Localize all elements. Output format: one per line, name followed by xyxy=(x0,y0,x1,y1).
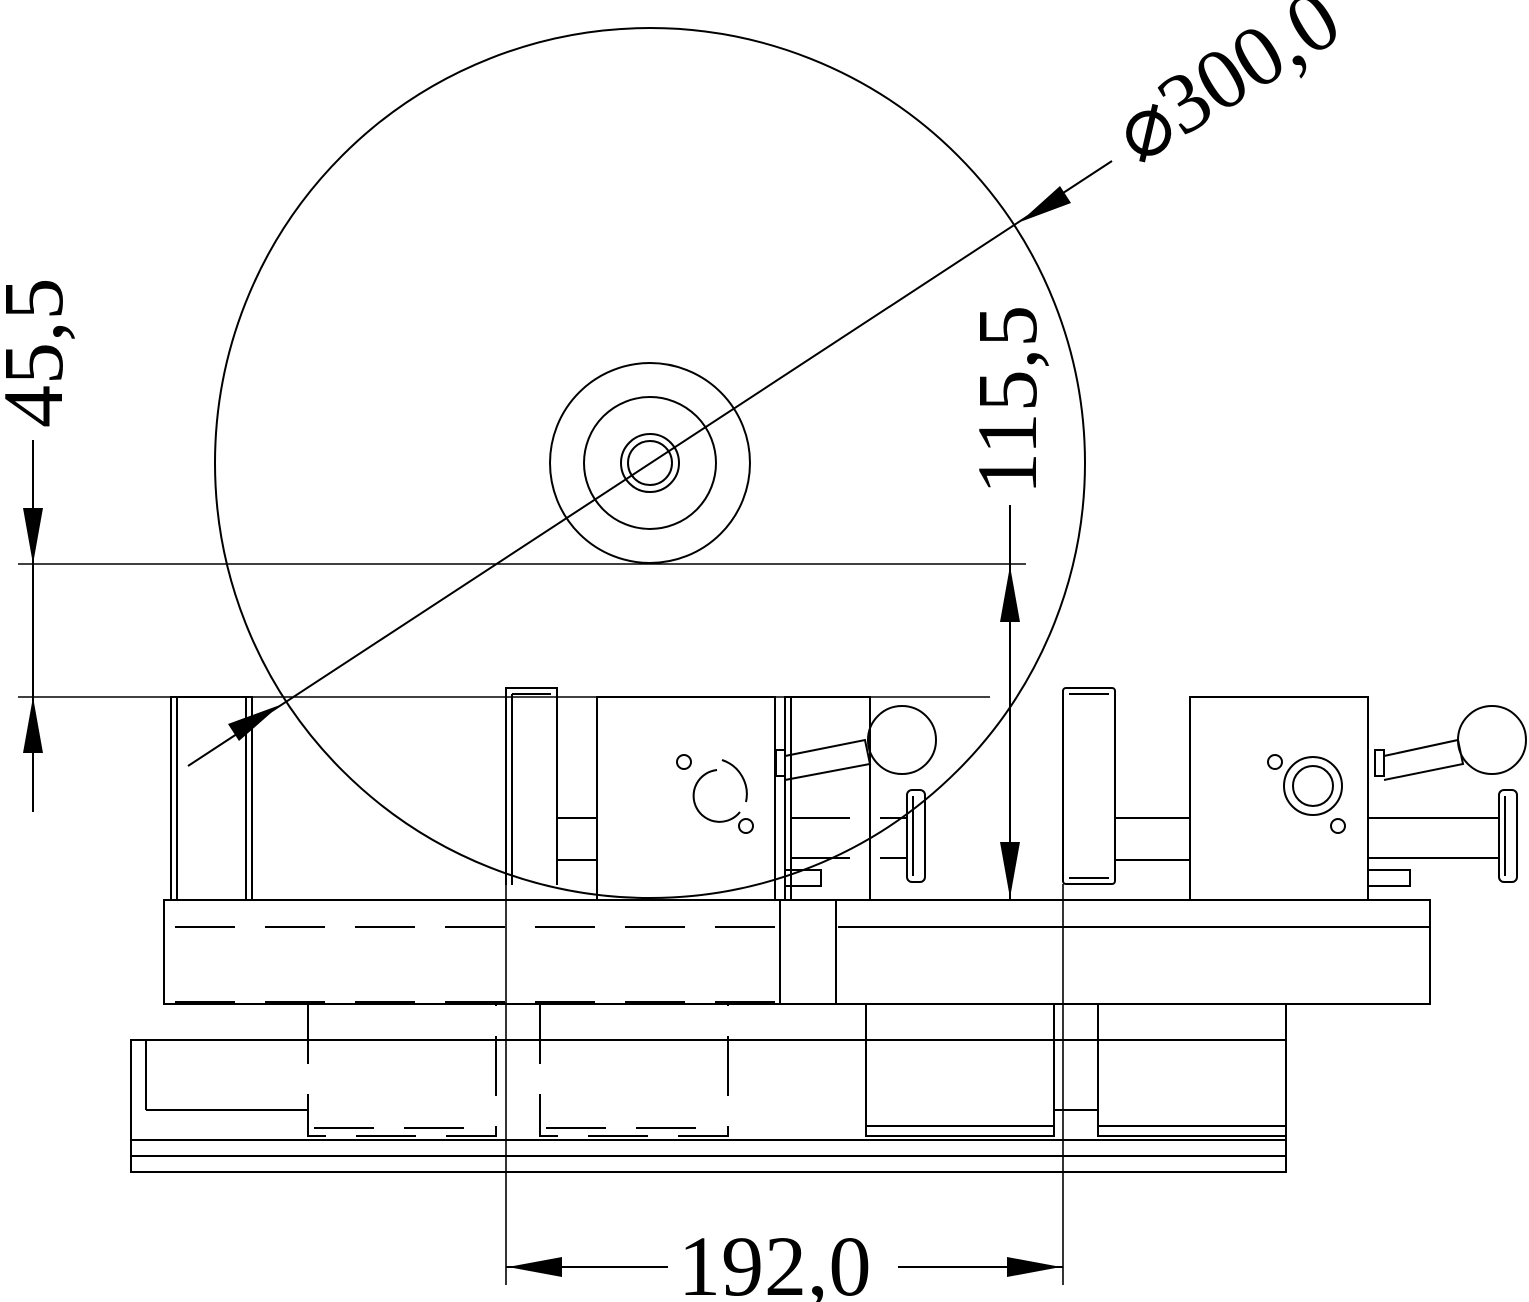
lower-block-left-hidden xyxy=(307,1004,729,1137)
right-post xyxy=(1062,687,1116,885)
offset-label: 45,5 xyxy=(0,278,81,429)
offset-dimension: 45,5 xyxy=(0,278,990,812)
arrow-head xyxy=(228,705,280,741)
right-clamp-block xyxy=(1115,696,1369,901)
arrow-head xyxy=(1000,842,1020,898)
cross-beam xyxy=(163,899,1431,1005)
arrow-head xyxy=(1000,566,1020,622)
arrow-head xyxy=(508,1257,562,1277)
arrow-head xyxy=(23,697,43,753)
left-lever-handle xyxy=(775,705,937,781)
height-dimension: 115,5 xyxy=(18,305,1055,900)
middle-post xyxy=(505,687,558,885)
grinding-disc xyxy=(214,27,1086,899)
diameter-dimension: ⌀300,0 xyxy=(187,0,1356,767)
left-clamp-block xyxy=(557,696,776,901)
right-clamp-extras xyxy=(1367,789,1518,887)
arrow-head xyxy=(1007,1257,1061,1277)
base-rail xyxy=(130,1039,1287,1173)
diameter-label: ⌀300,0 xyxy=(1097,0,1356,181)
right-lever-handle xyxy=(1374,705,1527,781)
height-label: 115,5 xyxy=(959,305,1055,495)
arrow-head xyxy=(1020,186,1071,222)
width-label: 192,0 xyxy=(678,1218,872,1302)
lower-block-right xyxy=(865,1003,1287,1137)
arrow-head xyxy=(23,508,43,564)
width-dimension: 192,0 xyxy=(505,884,1064,1302)
